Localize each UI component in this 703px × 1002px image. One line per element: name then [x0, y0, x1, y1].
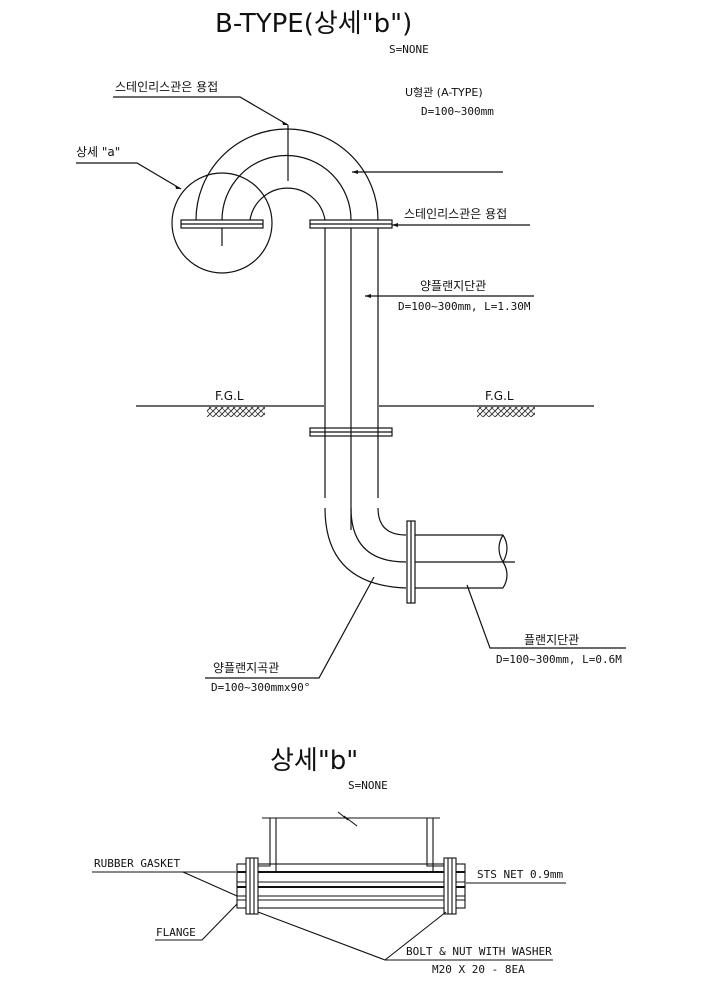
ground-hatch-left	[207, 407, 265, 417]
label-weld-top: 스테인리스관은 용접	[115, 80, 219, 94]
page-title: B-TYPE(상세"b")	[215, 9, 413, 39]
u-bend-inner-arc	[249, 187, 326, 221]
ground-hatch-right	[477, 407, 535, 417]
label-detail-a: 상세 "a"	[76, 145, 121, 159]
elbow-middle-arc	[350, 507, 407, 563]
label-rubber-gasket: RUBBER GASKET	[94, 857, 181, 870]
u-bend-outer-arc	[195, 128, 379, 221]
detail-a-circle	[171, 172, 273, 274]
label-bolt-spec: M20 X 20 - 8EA	[432, 963, 525, 976]
u-bend-middle-arc	[221, 154, 352, 221]
label-flange: FLANGE	[156, 926, 196, 939]
label-flange-pipe-name: 양플랜지단관	[420, 279, 487, 293]
label-fgl-right: F.G.L	[485, 389, 514, 403]
label-u-pipe-name: U형관 (A-TYPE)	[405, 86, 483, 99]
label-elbow-dim: D=100~300mmx90°	[211, 681, 311, 694]
detail-b-title: 상세"b"	[270, 746, 359, 776]
label-bolt: BOLT & NUT WITH WASHER	[406, 945, 552, 958]
label-elbow-name: 양플랜지곡관	[213, 661, 280, 675]
label-short-pipe-dim: D=100~300mm, L=0.6M	[496, 653, 622, 666]
label-short-pipe-name: 플랜지단관	[524, 633, 580, 647]
title-scale: S=NONE	[389, 43, 429, 56]
label-fgl-left: F.G.L	[215, 389, 244, 403]
label-weld-right: 스테인리스관은 용접	[404, 207, 508, 221]
label-sts-net: STS NET 0.9mm	[477, 868, 564, 881]
leader-short-pipe	[466, 584, 626, 649]
detail-b-scale: S=NONE	[348, 779, 388, 792]
leader-detail-a	[76, 162, 182, 190]
elbow-outer-arc	[324, 507, 407, 589]
label-u-pipe-dim: D=100~300mm	[421, 105, 494, 118]
label-flange-pipe-dim: D=100~300mm, L=1.30M	[398, 300, 531, 313]
leader-weld-top	[113, 96, 289, 126]
elbow-inner-arc	[377, 507, 407, 536]
leader-elbow	[205, 576, 375, 679]
